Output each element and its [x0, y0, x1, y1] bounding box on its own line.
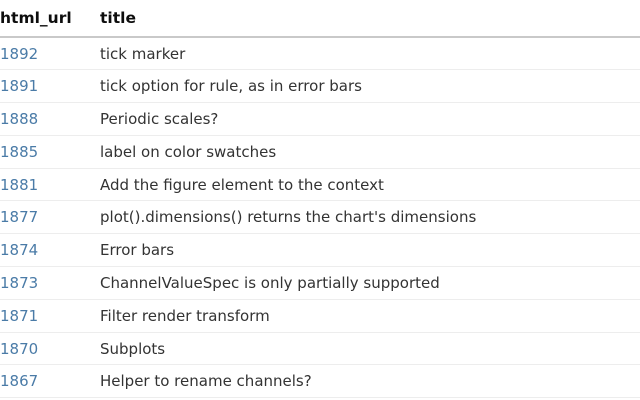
issue-title-text: Periodic scales? — [100, 109, 219, 128]
cell-html-url: 1870 — [0, 332, 100, 366]
cell-title: tick marker — [100, 37, 640, 71]
issue-title-text: plot().dimensions() returns the chart's … — [100, 208, 477, 227]
cell-html-url: 1891 — [0, 69, 100, 104]
cell-title: label on color swatches — [100, 135, 640, 169]
column-header-html-url[interactable]: html_url — [0, 9, 100, 38]
issue-number-link[interactable]: 1870 — [0, 339, 39, 358]
issue-number-link[interactable]: 1874 — [0, 241, 39, 260]
issue-title-text: ChannelValueSpec is only partially suppo… — [100, 273, 440, 292]
issue-number-link[interactable]: 1891 — [0, 77, 39, 96]
cell-html-url: 1874 — [0, 233, 100, 268]
table-row: 1891 tick option for rule, as in error ba… — [0, 69, 640, 104]
column-header-title[interactable]: title — [100, 9, 640, 38]
table-row: 1881 Add the figure element to the contex… — [0, 168, 640, 202]
cell-title: Add the figure element to the context — [100, 168, 640, 202]
issue-number-link[interactable]: 1881 — [0, 175, 39, 194]
issues-table: html_url title 1892 tick marker 1891 tick o… — [0, 9, 640, 399]
cell-title: Subplots — [100, 332, 640, 366]
cell-html-url: 1873 — [0, 266, 100, 300]
table-row: 1874 Error bars — [0, 233, 640, 268]
issue-title-text: Helper to rename channels? — [100, 372, 312, 391]
issue-title-text: tick option for rule, as in error bars — [100, 77, 362, 96]
dataframe-container: html_url title 1892 tick marker 1891 tick o… — [0, 9, 640, 399]
table-row: 1877 plot().dimensions() returns the char… — [0, 200, 640, 235]
issue-number-link[interactable]: 1892 — [0, 44, 39, 63]
cell-html-url: 1871 — [0, 299, 100, 333]
cell-html-url: 1867 — [0, 364, 100, 399]
cell-title: tick option for rule, as in error bars — [100, 69, 640, 104]
cell-title: Filter render transform — [100, 299, 640, 333]
issue-number-link[interactable]: 1873 — [0, 273, 39, 292]
cell-html-url: 1877 — [0, 200, 100, 235]
cell-title: ChannelValueSpec is only partially suppo… — [100, 266, 640, 300]
issue-title-text: Error bars — [100, 241, 175, 260]
issue-number-link[interactable]: 1888 — [0, 109, 39, 128]
issue-number-link[interactable]: 1877 — [0, 208, 39, 227]
cell-title: plot().dimensions() returns the chart's … — [100, 200, 640, 235]
cell-title: Helper to rename channels? — [100, 364, 640, 399]
table-row: 1892 tick marker — [0, 37, 640, 71]
cell-title: Error bars — [100, 233, 640, 268]
table-body: 1892 tick marker 1891 tick option for rule,… — [0, 37, 640, 399]
issue-title-text: Add the figure element to the context — [100, 175, 384, 194]
table-row: 1885 label on color swatches — [0, 135, 640, 169]
cell-title: Periodic scales? — [100, 102, 640, 136]
issue-title-text: Subplots — [100, 339, 166, 358]
table-row: 1870 Subplots — [0, 332, 640, 366]
table-row: 1871 Filter render transform — [0, 299, 640, 333]
cell-html-url: 1885 — [0, 135, 100, 169]
issue-title-text: label on color swatches — [100, 142, 277, 161]
issue-title-text: tick marker — [100, 44, 186, 63]
cell-html-url: 1888 — [0, 102, 100, 136]
issue-number-link[interactable]: 1871 — [0, 306, 39, 325]
cell-html-url: 1881 — [0, 168, 100, 202]
table-row: 1873 ChannelValueSpec is only partially s… — [0, 266, 640, 300]
table-row: 1888 Periodic scales? — [0, 102, 640, 136]
issue-number-link[interactable]: 1885 — [0, 142, 39, 161]
issue-number-link[interactable]: 1867 — [0, 372, 39, 391]
cell-html-url: 1892 — [0, 37, 100, 71]
top-spacer — [0, 0, 640, 9]
issue-title-text: Filter render transform — [100, 306, 270, 325]
table-header-row: html_url title — [0, 9, 640, 38]
table-row: 1867 Helper to rename channels? — [0, 364, 640, 399]
table-header: html_url title — [0, 9, 640, 38]
